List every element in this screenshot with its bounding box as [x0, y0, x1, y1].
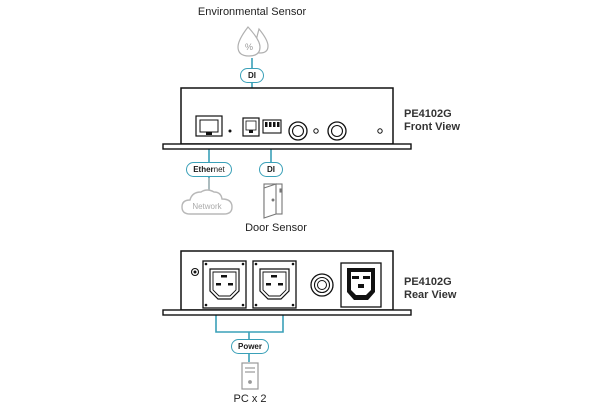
front-led-2: [313, 128, 319, 134]
front-view-label: Front View: [404, 121, 461, 133]
environmental-sensor-label: Environmental Sensor: [197, 6, 307, 18]
di-bottom-connector: DI: [259, 162, 283, 177]
pc-tower-icon: [241, 362, 259, 390]
front-led-3: [377, 128, 383, 134]
dip-switch-icon: [262, 119, 282, 134]
di-top-connector: DI: [240, 68, 264, 83]
ethernet-bold-text: Ether: [193, 165, 214, 174]
pc-label: PC x 2: [233, 393, 267, 405]
rear-model-name: PE4102G: [404, 276, 452, 288]
rj45-port-icon: [195, 115, 223, 137]
iec-inlet-icon: [340, 262, 382, 308]
front-led-1: [228, 129, 232, 133]
ethernet-connector: Ethernet: [186, 162, 232, 177]
droplet-icon: [237, 26, 269, 57]
rear-view-label: Rear View: [404, 289, 457, 301]
rj11-port-icon: [242, 117, 260, 137]
network-cloud-label: Network: [192, 202, 222, 211]
iec-outlet-icon: [252, 260, 297, 309]
front-device: [162, 87, 412, 150]
front-model-name: PE4102G: [404, 108, 452, 120]
cloud-icon: [181, 189, 233, 215]
ethernet-thin-text: net: [213, 165, 225, 174]
front-device-title: PE4102G Front View: [404, 108, 460, 134]
rear-device: [162, 250, 412, 316]
door-sensor-label: Door Sensor: [245, 222, 307, 234]
rear-device-title: PE4102G Rear View: [404, 276, 456, 302]
power-cable: [215, 310, 284, 362]
door-icon: [263, 183, 283, 219]
humidity-symbol: %: [245, 42, 253, 52]
power-connector: Power: [231, 339, 269, 354]
iec-outlet-icon: [202, 260, 247, 309]
